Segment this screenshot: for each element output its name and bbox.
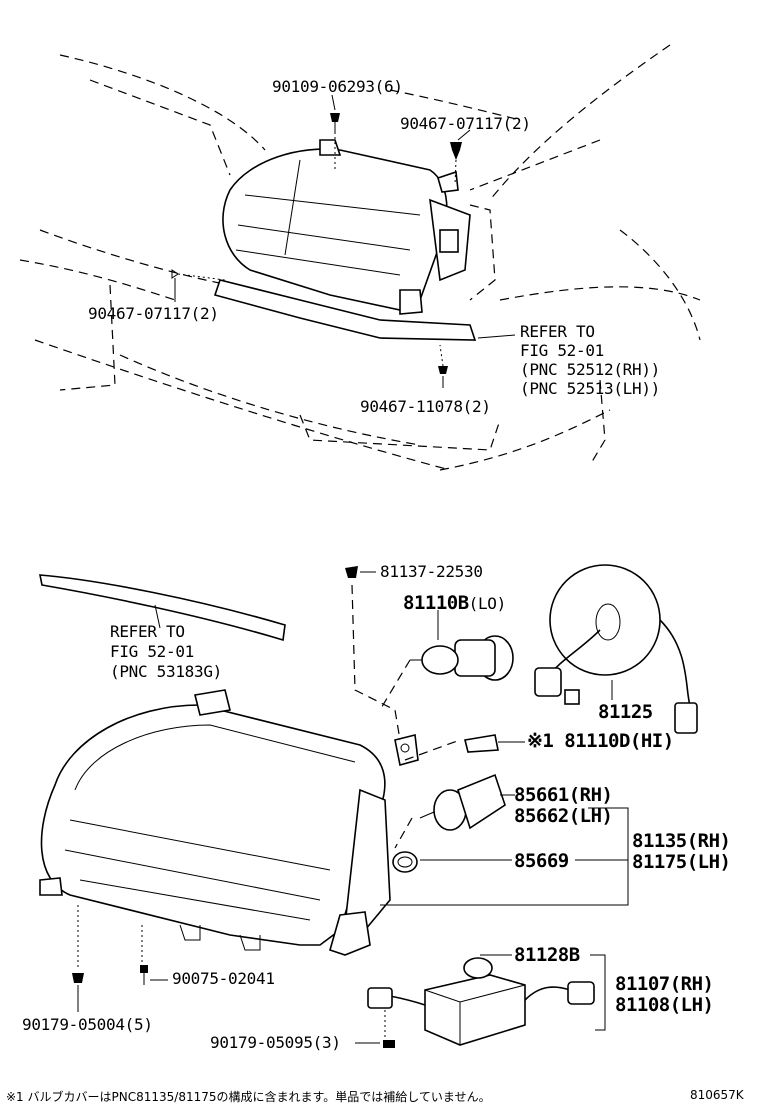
label-81107: 81107(RH) xyxy=(615,973,714,995)
ballast-81107 xyxy=(367,957,595,1046)
label-pnc-52513: (PNC 52513(LH)) xyxy=(520,379,660,398)
label-81128b: 81128B xyxy=(514,944,580,966)
socket-85661 xyxy=(419,773,506,831)
headlamp-lower-assembly xyxy=(39,689,419,956)
label-81137-22530: 81137-22530 xyxy=(380,562,483,581)
drawing-code: 810657K xyxy=(690,1088,744,1102)
label-90467-11078: 90467-11078(2) xyxy=(360,397,491,416)
label-81175: 81175(LH) xyxy=(632,851,731,873)
label-90179-05095: 90179-05095(3) xyxy=(210,1033,341,1052)
car-body-outline xyxy=(19,44,701,471)
label-fig-52-01-1: FIG 52-01 xyxy=(520,341,604,360)
label-pnc-52512: (PNC 52512(RH)) xyxy=(520,360,660,379)
fastener-90467-11078 xyxy=(438,366,448,374)
label-81108: 81108(LH) xyxy=(615,994,714,1016)
label-81135: 81135(RH) xyxy=(632,830,731,852)
label-refer-to-2: REFER TO xyxy=(110,622,185,641)
label-90467-07117-top: 90467-07117(2) xyxy=(400,114,531,133)
headlamp-top-assembly xyxy=(213,139,477,341)
bulb-81110b xyxy=(410,635,514,681)
label-81110d: ※1 81110D(HI) xyxy=(527,730,674,752)
fastener-90467-top xyxy=(450,142,462,160)
label-85669: 85669 xyxy=(514,850,569,872)
label-85662: 85662(LH) xyxy=(514,805,613,827)
bolt-90075 xyxy=(140,965,148,985)
footnote: ※1 バルブカバーはPNC81135/81175の構成に含まれます。単品では補給… xyxy=(6,1090,491,1104)
label-90179-05004: 90179-05004(5) xyxy=(22,1015,153,1034)
label-85661: 85661(RH) xyxy=(514,784,613,806)
label-fig-52-01-2: FIG 52-01 xyxy=(110,642,194,661)
label-81125: 81125 xyxy=(598,701,653,723)
label-pnc-53183g: (PNC 53183G) xyxy=(110,662,222,681)
label-90467-07117-left: 90467-07117(2) xyxy=(88,304,219,323)
socket-81125 xyxy=(534,564,698,734)
trim-strip xyxy=(39,574,286,642)
label-refer-to-1: REFER TO xyxy=(520,322,595,341)
nut-90179-05095 xyxy=(383,1040,395,1048)
label-81110b-suffix: (LO) xyxy=(468,594,507,613)
label-90075-02041: 90075-02041 xyxy=(172,969,275,988)
label-90109-06293: 90109-06293(6) xyxy=(272,77,403,96)
label-81110b-number: 81110B xyxy=(403,592,469,614)
bulb-81110d xyxy=(464,734,525,753)
label-81110b: 81110B(LO) xyxy=(403,594,506,613)
fastener-90109 xyxy=(330,113,340,132)
clip-81137 xyxy=(345,566,358,578)
ring-85669 xyxy=(392,851,418,873)
clip-90179-05004 xyxy=(72,973,84,983)
